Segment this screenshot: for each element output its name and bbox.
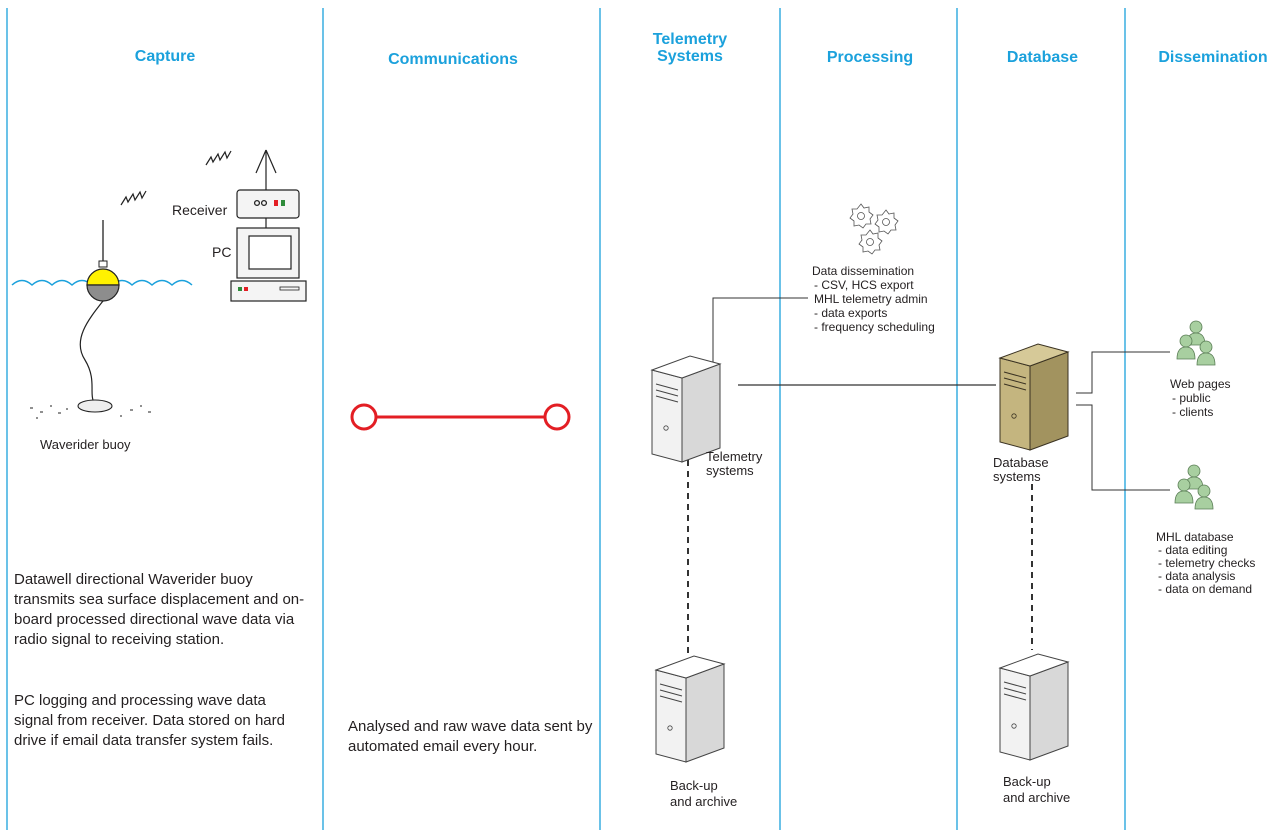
database-systems-label: Database systems <box>993 455 1049 484</box>
web-pages-label: Web pages <box>1170 377 1231 391</box>
backup-left-label: Back-up and archive <box>670 778 738 809</box>
web-users-icon <box>1176 320 1216 366</box>
backup-server-left-icon <box>655 655 725 763</box>
pc-description: PC logging and processing wave data sign… <box>14 692 285 749</box>
heading-dissemination: Dissemination <box>1158 49 1268 66</box>
receiver-label: Receiver <box>172 202 228 218</box>
heading-database: Database <box>1006 49 1079 66</box>
pc-label: PC <box>212 244 232 260</box>
communication-link <box>350 403 571 431</box>
radio-signal-icon <box>120 190 147 206</box>
communications-description: Analysed and raw wave data sent by autom… <box>348 718 593 755</box>
mhl-database-items: - data editing - telemetry checks - data… <box>1158 543 1256 596</box>
backup-right-label: Back-up and archive <box>1003 774 1071 805</box>
buoy-description: Datawell directional Waverider buoy tran… <box>14 571 305 648</box>
telemetry-server-icon <box>651 355 721 463</box>
telemetry-systems-label: Telemetry systems <box>706 449 763 478</box>
heading-telemetry-systems: Telemetry Systems <box>652 31 728 65</box>
processing-items: - CSV, HCS export MHL telemetry admin - … <box>814 278 935 334</box>
mhl-users-icon <box>1174 464 1214 510</box>
gears-icon <box>849 203 899 255</box>
waverider-buoy-icon <box>30 220 151 419</box>
pc-icon <box>230 227 307 302</box>
backup-server-right-icon <box>999 653 1069 761</box>
web-pages-items: - public - clients <box>1172 391 1214 419</box>
heading-communications: Communications <box>388 51 518 68</box>
column-dividers <box>6 8 1126 830</box>
waverider-label: Waverider buoy <box>40 437 131 452</box>
radio-signal-icon <box>205 150 232 166</box>
heading-capture: Capture <box>134 48 196 65</box>
connector-lines <box>687 297 1170 660</box>
mhl-database-label: MHL database <box>1156 530 1234 544</box>
processing-title: Data dissemination <box>812 264 915 278</box>
heading-processing: Processing <box>826 49 914 66</box>
database-server-icon <box>999 343 1069 451</box>
receiver-icon <box>236 189 300 228</box>
antenna-icon <box>255 149 277 190</box>
